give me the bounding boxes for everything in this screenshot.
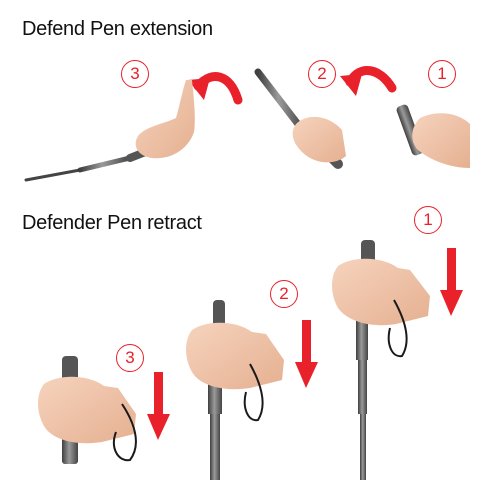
extension-step-badge-3: 3 bbox=[121, 60, 149, 88]
wrist-strap-icon bbox=[387, 299, 408, 358]
extension-step-1-figure bbox=[396, 104, 470, 168]
fist-icon bbox=[38, 376, 136, 444]
baton-middle-section bbox=[77, 155, 133, 173]
extension-heading: Defend Pen extension bbox=[22, 18, 213, 40]
curved-arrow-icon-head bbox=[340, 74, 362, 96]
extension-step-badge-1: 1 bbox=[428, 60, 456, 88]
down-arrow-icon bbox=[295, 320, 318, 388]
down-arrow-icon bbox=[147, 372, 170, 440]
wrist-strap-icon bbox=[243, 363, 264, 422]
arm-holding-baton-icon bbox=[135, 80, 195, 159]
baton-section-middle bbox=[358, 360, 367, 414]
fist-icon bbox=[186, 322, 284, 390]
baton-section-lower bbox=[210, 414, 220, 480]
retract-step-badge-1: 1 bbox=[414, 206, 442, 234]
extension-step-3-figure bbox=[24, 80, 195, 182]
retract-step-1-figure bbox=[332, 240, 430, 480]
retract-step-badge-2: 2 bbox=[270, 280, 298, 308]
retract-step-2-figure bbox=[186, 300, 284, 480]
pen-shaft bbox=[254, 68, 308, 136]
retract-heading: Defender Pen retract bbox=[22, 212, 202, 234]
retract-step-badge-3: 3 bbox=[116, 344, 144, 372]
wrist-strap-icon bbox=[112, 403, 137, 462]
down-arrow-icon bbox=[440, 248, 463, 316]
baton-section-lower bbox=[360, 414, 366, 480]
hand-holding-pen-icon bbox=[292, 116, 346, 163]
curved-arrow-icon-head bbox=[188, 78, 210, 100]
extension-step-2-figure bbox=[254, 68, 346, 169]
fist-icon bbox=[332, 258, 430, 326]
retract-step-3-figure bbox=[38, 356, 137, 464]
baton-tip-section bbox=[24, 168, 82, 182]
hand-holding-pen-icon bbox=[412, 113, 470, 168]
extension-step-badge-2: 2 bbox=[308, 60, 336, 88]
